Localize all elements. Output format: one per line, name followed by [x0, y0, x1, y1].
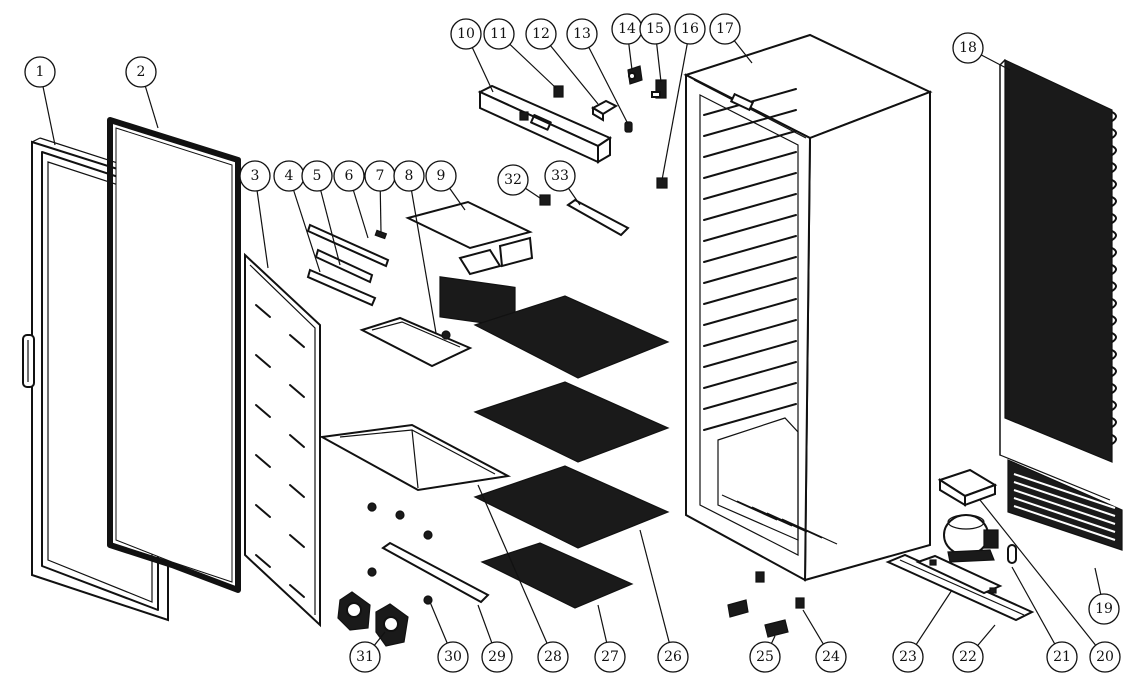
callout-1: 1 [24, 56, 56, 88]
callout-number: 12 [532, 26, 550, 42]
callout-27: 27 [594, 641, 626, 673]
callout-3: 3 [239, 160, 271, 192]
callout-number: 20 [1096, 649, 1114, 665]
callout-number: 15 [646, 21, 664, 37]
part-feet [727, 571, 805, 638]
callout-2: 2 [125, 56, 157, 88]
part-tray [359, 316, 473, 368]
callout-4: 4 [273, 160, 305, 192]
callout-number: 22 [959, 649, 977, 665]
leader-line-13 [581, 33, 629, 125]
callout-number: 18 [959, 40, 977, 56]
callout-15: 15 [639, 13, 671, 45]
part-compressor [943, 514, 1017, 564]
callout-29: 29 [481, 641, 513, 673]
callout-7: 7 [364, 160, 396, 192]
callout-number: 25 [756, 649, 774, 665]
part-grille [1007, 459, 1123, 551]
callout-number: 9 [437, 168, 446, 184]
callout-25: 25 [749, 641, 781, 673]
callout-21: 21 [1046, 641, 1078, 673]
part-evaporator [405, 200, 534, 329]
callout-number: 1 [36, 64, 45, 80]
callout-8: 8 [393, 160, 425, 192]
leader-line-21 [1011, 566, 1063, 658]
callout-14: 14 [611, 13, 643, 45]
callout-18: 18 [952, 32, 984, 64]
part-condenser [999, 59, 1117, 501]
callout-number: 14 [618, 21, 636, 37]
part-bar [381, 541, 490, 604]
callout-number: 11 [490, 26, 508, 42]
part-drawer [318, 423, 512, 492]
callout-number: 21 [1053, 649, 1071, 665]
callout-16: 16 [674, 13, 706, 45]
part-rails [306, 223, 390, 307]
callout-6: 6 [333, 160, 365, 192]
callout-number: 10 [457, 26, 475, 42]
part-inner-panel [244, 252, 321, 628]
callout-12: 12 [525, 18, 557, 50]
callout-number: 32 [504, 172, 522, 188]
callout-number: 4 [285, 168, 294, 184]
callout-number: 31 [356, 649, 374, 665]
part-cabinet [683, 33, 933, 582]
part-shelves [473, 295, 670, 609]
callout-30: 30 [437, 641, 469, 673]
callout-number: 33 [551, 168, 569, 184]
leader-line-20 [979, 499, 1106, 658]
callout-number: 16 [681, 21, 699, 37]
leader-line-8 [408, 175, 437, 334]
callout-24: 24 [815, 641, 847, 673]
leader-line-28 [477, 484, 554, 658]
callout-number: 8 [405, 168, 414, 184]
callout-number: 3 [251, 168, 260, 184]
callout-number: 13 [573, 26, 591, 42]
part-drip-tray [937, 468, 998, 507]
callout-17: 17 [709, 13, 741, 45]
part-small-components [539, 65, 668, 206]
callout-23: 23 [892, 641, 924, 673]
callout-26: 26 [657, 641, 689, 673]
callout-11: 11 [483, 18, 515, 50]
callout-number: 19 [1095, 601, 1113, 617]
callout-number: 29 [488, 649, 506, 665]
callout-10: 10 [450, 18, 482, 50]
callout-number: 5 [313, 168, 322, 184]
callout-number: 7 [376, 168, 385, 184]
callout-20: 20 [1089, 641, 1121, 673]
callout-number: 27 [601, 649, 619, 665]
callout-22: 22 [952, 641, 984, 673]
callout-13: 13 [566, 18, 598, 50]
callout-number: 2 [137, 64, 146, 80]
callout-number: 17 [716, 21, 734, 37]
part-base-rails [885, 553, 1035, 622]
callout-number: 23 [899, 649, 917, 665]
part-gasket [107, 117, 241, 593]
callout-9: 9 [425, 160, 457, 192]
callout-number: 28 [544, 649, 562, 665]
callout-number: 24 [822, 649, 840, 665]
part-rod [566, 198, 630, 237]
part-fans [337, 591, 409, 647]
leader-line-16 [661, 28, 691, 181]
callout-32: 32 [497, 164, 529, 196]
leader-line-4 [288, 175, 321, 273]
callout-31: 31 [349, 641, 381, 673]
callout-number: 6 [345, 168, 354, 184]
callout-28: 28 [537, 641, 569, 673]
callout-5: 5 [301, 160, 333, 192]
leader-line-26 [639, 529, 674, 658]
callout-number: 26 [664, 649, 682, 665]
callout-33: 33 [544, 160, 576, 192]
part-control-panel [477, 84, 613, 164]
callout-19: 19 [1088, 593, 1120, 625]
callout-number: 30 [444, 649, 462, 665]
